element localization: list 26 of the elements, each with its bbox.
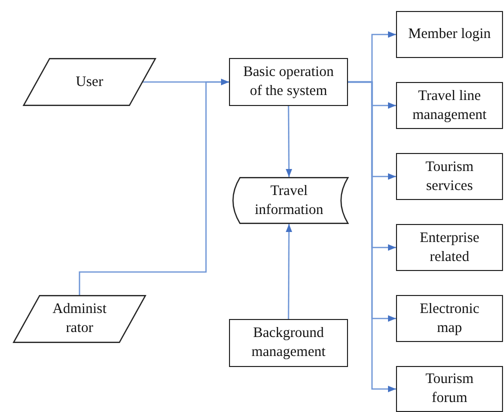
process-box <box>396 224 503 271</box>
process-box <box>396 366 503 412</box>
node-text: Travel line management <box>411 86 488 124</box>
input-parallelogram <box>23 58 156 106</box>
process-box <box>396 82 503 129</box>
node-text: Member login <box>407 25 492 44</box>
node-text: Electronic map <box>418 300 480 338</box>
node-text: User <box>74 72 104 92</box>
process-box <box>396 153 503 200</box>
node-text: Enterprise related <box>418 228 480 266</box>
stored-data-shape <box>230 177 348 224</box>
arrow <box>78 78 229 295</box>
arrow <box>286 224 292 319</box>
node-text: Basic operation of the system <box>242 63 335 101</box>
process-box <box>229 319 348 367</box>
process-box <box>396 295 503 342</box>
arrow <box>286 106 292 177</box>
node-text: Tourism forum <box>424 370 475 408</box>
node-text: Tourism services <box>424 158 475 196</box>
node-text: Travel information <box>254 182 324 220</box>
input-parallelogram <box>13 295 146 343</box>
process-box <box>396 11 503 58</box>
process-box <box>229 58 348 106</box>
node-text: Administ rator <box>52 300 108 338</box>
arrow <box>348 81 396 392</box>
node-text: Background management <box>250 324 327 362</box>
